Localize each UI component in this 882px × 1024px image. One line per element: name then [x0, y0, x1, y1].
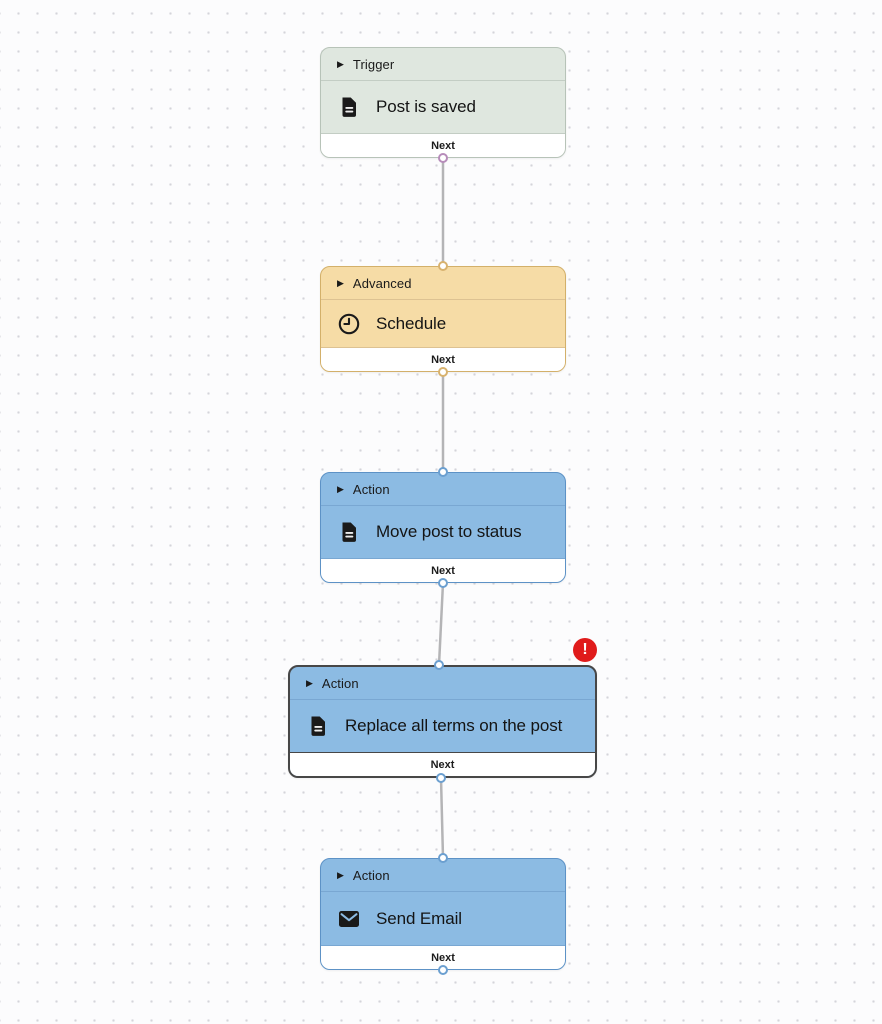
node-body[interactable]: Replace all terms on the post [290, 700, 595, 752]
port-connector[interactable] [436, 773, 446, 783]
collapse-triangle-icon[interactable]: ▶ [306, 677, 313, 688]
node-trigger-post-is-saved[interactable]: ▶ Trigger Post is saved Next [320, 47, 566, 158]
node-action-replace-all-terms[interactable]: ▶ Action Replace all terms on the post N… [288, 665, 597, 778]
collapse-triangle-icon[interactable]: ▶ [337, 277, 344, 288]
port-connector[interactable] [434, 660, 444, 670]
port-connector[interactable] [438, 965, 448, 975]
node-advanced-schedule[interactable]: ▶ Advanced Schedule Next [320, 266, 566, 372]
port-connector[interactable] [438, 578, 448, 588]
next-label: Next [431, 353, 455, 366]
next-port-footer[interactable]: Next [321, 558, 565, 582]
node-header[interactable]: ▶ Action [290, 667, 595, 700]
node-body[interactable]: Schedule [321, 300, 565, 347]
port-connector[interactable] [438, 261, 448, 271]
node-header[interactable]: ▶ Action [321, 473, 565, 506]
next-label: Next [431, 564, 455, 577]
node-category-label: Trigger [352, 56, 395, 72]
node-body[interactable]: Move post to status [321, 506, 565, 558]
envelope-icon [337, 907, 361, 931]
node-action-move-post-to-status[interactable]: ▶ Action Move post to status Next [320, 472, 566, 583]
port-connector[interactable] [438, 153, 448, 163]
node-header[interactable]: ▶ Advanced [321, 267, 565, 300]
node-header[interactable]: ▶ Action [321, 859, 565, 892]
port-connector[interactable] [438, 467, 448, 477]
node-header[interactable]: ▶ Trigger [321, 48, 565, 81]
node-body[interactable]: Send Email [321, 892, 565, 945]
collapse-triangle-icon[interactable]: ▶ [337, 483, 344, 494]
collapse-triangle-icon[interactable]: ▶ [337, 869, 344, 880]
node-category-label: Advanced [352, 275, 412, 291]
node-body[interactable]: Post is saved [321, 81, 565, 133]
next-label: Next [431, 951, 455, 964]
document-icon [337, 520, 361, 544]
node-title: Send Email [376, 908, 462, 928]
node-title: Move post to status [376, 522, 522, 541]
document-icon [337, 95, 361, 119]
next-label: Next [431, 139, 455, 152]
port-connector[interactable] [438, 853, 448, 863]
node-title: Post is saved [376, 97, 476, 116]
node-category-label: Action [321, 675, 359, 691]
port-connector[interactable] [438, 367, 448, 377]
collapse-triangle-icon[interactable]: ▶ [337, 58, 344, 69]
document-icon [306, 714, 330, 738]
error-badge-icon[interactable]: ! [573, 638, 597, 662]
clock-icon [337, 312, 361, 336]
error-symbol: ! [582, 641, 588, 658]
node-category-label: Action [352, 481, 390, 497]
node-category-label: Action [352, 867, 390, 883]
next-port-footer[interactable]: Next [290, 752, 595, 776]
node-title: Replace all terms on the post [345, 716, 563, 735]
next-label: Next [430, 758, 455, 771]
node-title: Schedule [376, 313, 447, 333]
node-action-send-email[interactable]: ▶ Action Send Email Next [320, 858, 566, 970]
